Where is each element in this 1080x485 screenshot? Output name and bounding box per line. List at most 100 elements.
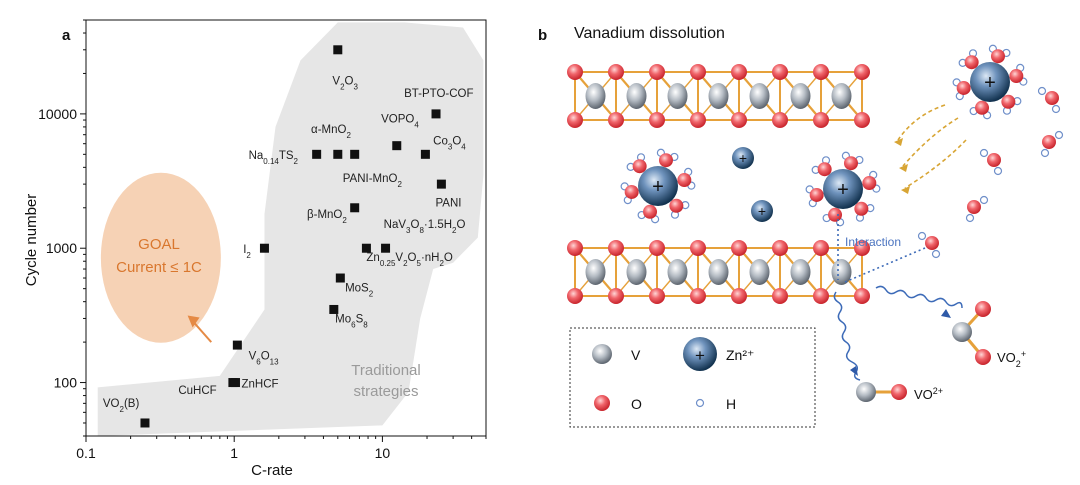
solvated-ions: +++++ (620, 44, 1028, 227)
y-tick-label: 100 (54, 375, 78, 391)
x-tick-label: 1 (230, 445, 238, 461)
vo2plus2-label: VO2+ (914, 386, 943, 402)
interaction-label: Interaction (845, 235, 901, 249)
oxygen-atom (632, 159, 647, 174)
vanadium-atom (585, 83, 606, 109)
vanadium-atom (585, 259, 606, 285)
chart-annotations: GOAL Current ≤ 1C Traditional strategies (116, 236, 421, 400)
data-point (361, 243, 371, 253)
vanadium-atom (831, 259, 852, 285)
point-label: Mo6S8 (335, 313, 368, 329)
oxygen-atom (813, 240, 829, 256)
oxygen-atom (987, 153, 1001, 167)
point-label: PANI-MnO2 (343, 173, 403, 189)
wavy-line-down (833, 291, 861, 381)
legend-zn-label: Zn²⁺ (726, 347, 754, 363)
legend-zn-icon (683, 337, 717, 371)
data-point (381, 243, 391, 253)
oxygen-atom (956, 80, 971, 95)
legend-h-label: H (726, 396, 736, 412)
hydrogen-atom (979, 148, 989, 158)
oxygen-atom (828, 207, 843, 222)
oxygen-atom (669, 198, 684, 213)
goal-region (100, 172, 221, 343)
plot-frame (85, 19, 487, 437)
x-tick-label: 0.1 (76, 445, 96, 461)
hydrogen-atom (1054, 130, 1064, 140)
plus-icon: + (758, 203, 766, 219)
oxygen-atom (862, 176, 877, 191)
data-point (232, 340, 242, 350)
data-point (350, 149, 360, 159)
data-point (420, 149, 430, 159)
oxygen-atom (817, 162, 832, 177)
flow-arrow (902, 117, 959, 167)
oxygen-atom (649, 240, 665, 256)
vanadium-atom (626, 83, 647, 109)
hydrogen-atom (1037, 86, 1047, 96)
data-point (436, 179, 446, 189)
point-label: MoS2 (345, 283, 374, 299)
data-point (335, 273, 345, 283)
vanadium-atom (831, 83, 852, 109)
vanadium-atom (749, 259, 770, 285)
oxygen-atom (649, 112, 665, 128)
oxygen-atom (925, 236, 939, 250)
wavy-line-to-vo2plus-o (875, 285, 963, 309)
point-label: V2O3 (332, 76, 358, 92)
vanadium-atom (749, 83, 770, 109)
legend-o-icon (594, 395, 610, 411)
x-axis-label: C-rate (251, 462, 293, 479)
point-label: PANI (435, 197, 461, 209)
legend-v-icon (592, 344, 612, 364)
flow-arrows (894, 104, 967, 194)
zinc-ion (732, 147, 754, 169)
oxygen-atom (854, 240, 870, 256)
dissolution-schematic: +++++ Interaction VO2+ VO2+ (567, 44, 1064, 428)
traditional-region (97, 22, 484, 437)
plus-icon: + (652, 176, 664, 198)
point-label: NaV3O8·1.5H2O (384, 219, 466, 235)
oxygen-atom (567, 240, 583, 256)
y-tick-label: 10000 (38, 106, 77, 122)
vanadium-atom (667, 83, 688, 109)
flow-arrow (897, 104, 946, 141)
point-label: Co3O4 (433, 136, 466, 152)
goal-arrow-shaft (191, 319, 212, 343)
oxygen-atom (813, 64, 829, 80)
vanadium-atom (667, 259, 688, 285)
oxygen-atom (772, 288, 788, 304)
legend-o-label: O (631, 396, 642, 412)
plus-icon: + (739, 150, 747, 166)
point-label: CuHCF (178, 385, 216, 397)
goal-line2: Current ≤ 1C (116, 259, 202, 276)
point-label: I2 (243, 244, 251, 260)
data-point (230, 378, 240, 388)
oxygen-atom (1045, 91, 1059, 105)
data-point (350, 203, 360, 213)
data-point (392, 141, 402, 151)
zinc-ion (970, 62, 1010, 102)
oxygen-atom (731, 112, 747, 128)
oxygen-atom (690, 240, 706, 256)
water-molecules (917, 86, 1064, 259)
vanadium-atom (626, 259, 647, 285)
flow-arrowhead (894, 138, 903, 146)
hydrogen-atom (965, 213, 975, 223)
chart-points (140, 45, 446, 428)
oxygen-atom (658, 153, 673, 168)
oxygen-atom (975, 100, 990, 115)
oxygen-atom (567, 112, 583, 128)
vo2plus-molecule (952, 301, 991, 365)
data-point (259, 243, 269, 253)
data-point (333, 149, 343, 159)
oxygen-atom (608, 288, 624, 304)
vanadium-atom (708, 259, 729, 285)
legend-zn-plus-icon: + (695, 346, 705, 365)
oxygen-atom (649, 64, 665, 80)
lattice-bottom (567, 240, 870, 304)
oxygen-atom (854, 288, 870, 304)
panel-b-label: b (538, 27, 547, 44)
hydrogen-atom (979, 195, 989, 205)
